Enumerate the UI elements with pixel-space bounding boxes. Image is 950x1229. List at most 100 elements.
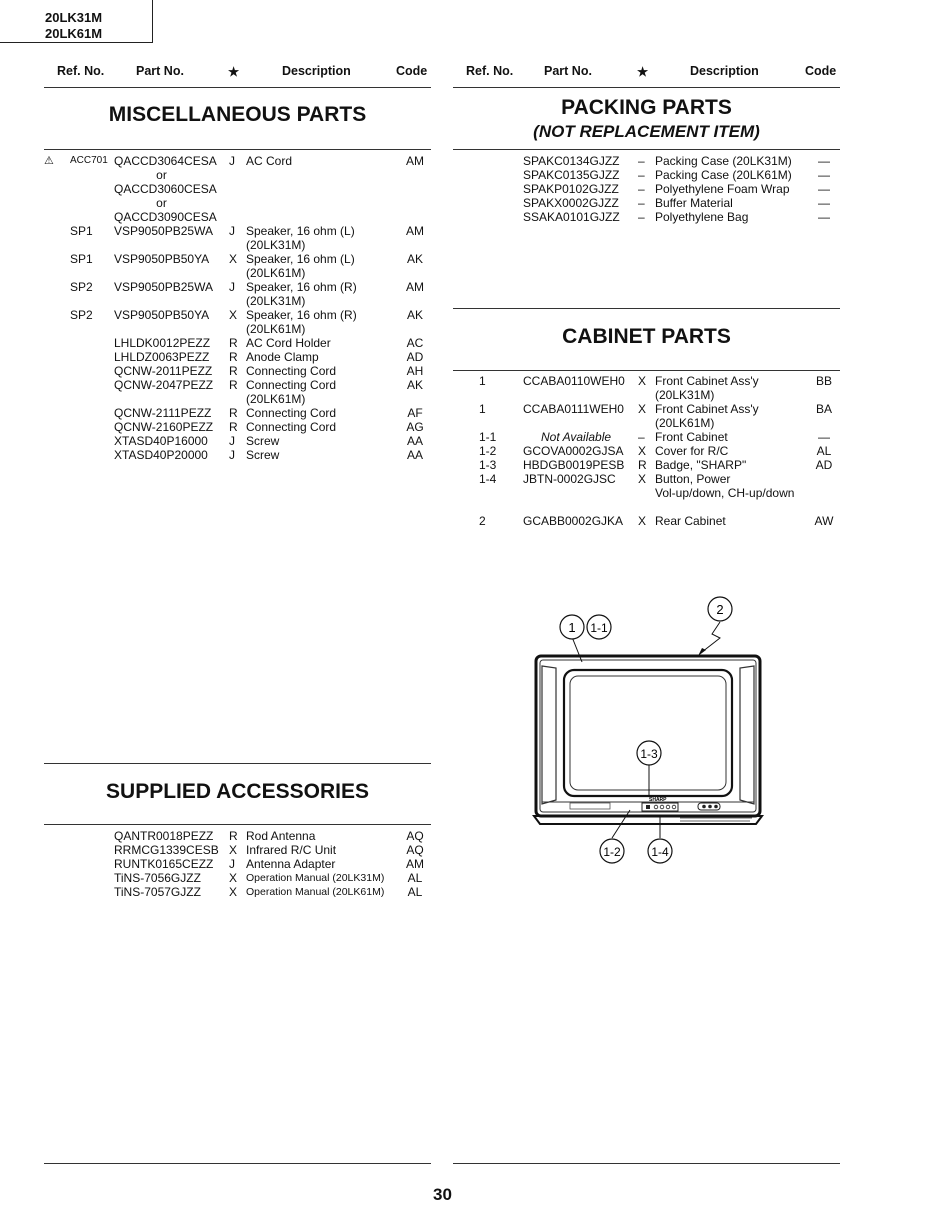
cell-mark: – (638, 154, 645, 168)
model-20lk61m: 20LK61M (45, 26, 103, 41)
accessories-title: SUPPLIED ACCESSORIES (106, 780, 369, 803)
cell-mark: J (229, 280, 235, 294)
cell-code: AL (816, 444, 832, 458)
cell-part: GCOVA0002GJSA (523, 444, 624, 458)
cell-code: — (818, 154, 830, 168)
right-header-desc: Description (690, 64, 759, 78)
cell-desc: Operation Manual (20LK31M) (246, 872, 385, 884)
cell-desc: Connecting Cord (246, 378, 337, 392)
cell-mark: X (638, 514, 647, 528)
cell-part: SPAKP0102GJZZ (523, 182, 619, 196)
cell-ref: 2 (479, 514, 486, 528)
misc-rule (44, 149, 431, 150)
cell-part: RRMCG1339CESB (114, 843, 219, 857)
svg-text:1-1: 1-1 (590, 621, 608, 635)
cell-code: AM (406, 224, 424, 238)
callout-2: 2 (707, 596, 733, 622)
cell-part: HBDGB0019PESB (523, 458, 625, 472)
cell-part: SPAKX0002GJZZ (523, 196, 619, 210)
right-header-star: ★ (637, 65, 649, 79)
sharp-badge: SHARP (649, 797, 667, 803)
cell-mark: R (229, 420, 238, 434)
cell-mark: J (229, 448, 235, 462)
packing-rule (453, 149, 840, 150)
cell-desc: (20LK31M) (246, 294, 306, 308)
page-number: 30 (433, 1185, 452, 1204)
cell-part: VSP9050PB25WA (114, 224, 213, 238)
cabinet-rule (453, 370, 840, 371)
cell-desc: (20LK31M) (655, 388, 715, 402)
cell-part: SPAKC0134GJZZ (523, 154, 620, 168)
cell-mark: – (638, 196, 645, 210)
cell-mark: X (638, 402, 647, 416)
cell-part: Not Available (541, 430, 612, 444)
cell-code: AK (406, 378, 423, 392)
cell-ref: 1 (479, 402, 486, 416)
cell-part: QANTR0018PEZZ (114, 829, 214, 843)
control-buttons (641, 802, 679, 812)
cell-mark: J (229, 154, 235, 168)
cell-desc: Button, Power (655, 472, 731, 486)
cell-code: AA (406, 434, 423, 448)
cell-desc: AC Cord (246, 154, 293, 168)
cell-mark: R (229, 829, 238, 843)
cell-desc: Screw (246, 434, 280, 448)
cell-mark: J (229, 857, 235, 871)
cell-ref: 1-1 (479, 430, 497, 444)
cell-part: GCABB0002GJKA (523, 514, 624, 528)
tv-exploded-diagram: SHARP 1 1-1 2 1-3 1-2 1-4 (532, 596, 764, 864)
left-header-desc: Description (282, 64, 351, 78)
cell-desc: (20LK61M) (246, 266, 306, 280)
cell-code: BA (815, 402, 832, 416)
cell-mark: – (638, 210, 645, 224)
cell-part: CCABA0111WEH0 (523, 402, 624, 416)
cabinet-top-rule (453, 308, 840, 309)
cell-part: JBTN-0002GJSC (523, 472, 616, 486)
left-header-rule (44, 87, 431, 88)
cell-ref: 1-2 (479, 444, 497, 458)
cell-mark: R (229, 350, 238, 364)
svg-text:1-3: 1-3 (640, 747, 658, 761)
cell-desc: Packing Case (20LK61M) (655, 168, 792, 182)
cell-part: CCABA0110WEH0 (523, 374, 625, 388)
cell-ref: SP1 (70, 252, 93, 266)
cell-part: QCNW-2047PEZZ (114, 378, 214, 392)
cell-part: QCNW-2160PEZZ (114, 420, 214, 434)
model-box: 20LK31M 20LK61M (0, 0, 153, 43)
right-header-rule (453, 87, 840, 88)
right-header-ref: Ref. No. (466, 64, 514, 78)
cell-part: LHLDZ0063PEZZ (114, 350, 210, 364)
cell-part: TiNS-7057GJZZ (114, 885, 201, 899)
cell-mark: X (638, 374, 647, 388)
cell-code: AH (406, 364, 424, 378)
cell-desc: Packing Case (20LK31M) (655, 154, 792, 168)
cell-ref: ACC701 (70, 155, 108, 166)
cell-code: AM (406, 857, 424, 871)
cell-desc: Polyethylene Bag (655, 210, 749, 224)
cell-part: VSP9050PB50YA (114, 252, 210, 266)
callout-1: 1 (559, 614, 585, 640)
cell-mark: – (638, 182, 645, 196)
cell-part: RUNTK0165CEZZ (114, 857, 214, 871)
cell-desc: Speaker, 16 ohm (R) (246, 308, 357, 322)
cell-code: — (818, 168, 830, 182)
cell-code: AC (406, 336, 424, 350)
cell-desc: Front Cabinet (655, 430, 728, 444)
cell-desc: Rod Antenna (246, 829, 316, 843)
cell-desc: Rear Cabinet (655, 514, 726, 528)
cell-desc: Cover for R/C (655, 444, 729, 458)
cell-code: AD (406, 350, 424, 364)
cell-ref: SP2 (70, 308, 93, 322)
screen (562, 668, 734, 798)
cell-code: AM (406, 154, 424, 168)
cell-code: AQ (406, 843, 424, 857)
cell-part: SPAKC0135GJZZ (523, 168, 620, 182)
callout-1-2: 1-2 (599, 838, 625, 864)
cabinet-title: CABINET PARTS (562, 325, 731, 348)
cell-mark: J (229, 224, 235, 238)
cell-part: SSAKA0101GJZZ (523, 210, 620, 224)
left-footer-rule (44, 1163, 431, 1164)
cell-part: QACCD3060CESA (114, 182, 217, 196)
